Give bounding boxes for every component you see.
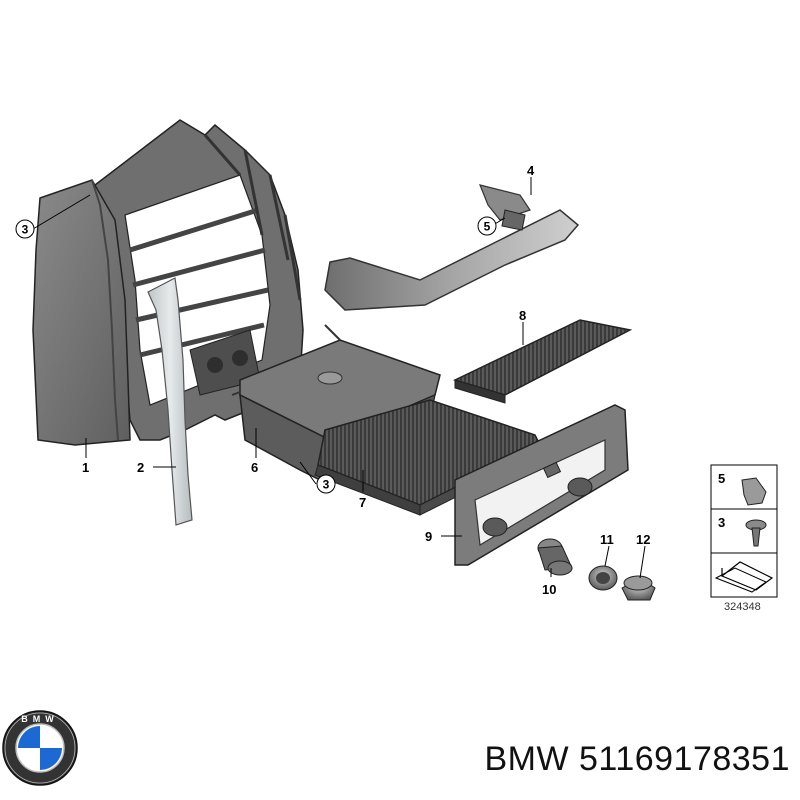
label-part-7: 7	[359, 495, 366, 510]
bmw-logo: BMW	[2, 710, 78, 786]
part-9-switch-panel	[454, 404, 629, 566]
label-part-9: 9	[425, 529, 432, 544]
part-4-upper-trim	[324, 184, 580, 311]
label-part-6: 6	[251, 460, 258, 475]
label-part-10: 10	[542, 582, 556, 597]
part-11-ring	[588, 565, 618, 591]
label-part-1: 1	[82, 460, 89, 475]
callout-3-top: 3	[15, 219, 35, 239]
part-10-socket	[537, 538, 573, 576]
part-number: BMW 51169178351	[484, 740, 790, 778]
callout-3-bottom-text: 3	[323, 478, 330, 492]
label-part-8: 8	[519, 308, 526, 323]
legend-item-3-label: 3	[718, 515, 725, 530]
fastener-legend: 5 3 324348	[710, 464, 778, 613]
leader-lines	[32, 177, 646, 579]
clip-icon	[741, 477, 767, 506]
callout-3-bottom: 3	[316, 474, 336, 494]
screw-icon	[745, 519, 767, 547]
diagram-ref-number: 324348	[724, 601, 761, 613]
bmw-logo-text: BMW	[21, 714, 59, 724]
label-part-12: 12	[636, 532, 650, 547]
part-12-cap	[621, 575, 656, 601]
part-8-grille-cover	[452, 319, 633, 404]
callout-5-text: 5	[484, 220, 491, 234]
callout-5: 5	[477, 216, 497, 236]
label-part-11: 11	[600, 532, 614, 547]
callout-3-top-text: 3	[22, 223, 29, 237]
label-part-2: 2	[137, 460, 144, 475]
label-part-4: 4	[527, 163, 535, 178]
part-1-side-panel	[32, 179, 131, 446]
legend-item-5-label: 5	[718, 471, 725, 486]
part-2-trim-strip	[147, 277, 193, 526]
